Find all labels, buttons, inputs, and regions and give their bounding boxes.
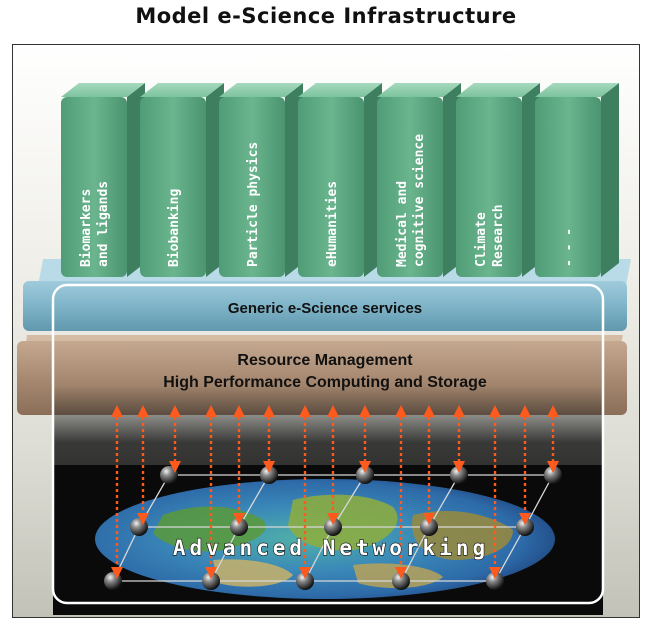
network-node [450,466,468,484]
network-node [356,466,374,484]
pillar-top [61,83,145,97]
pillar-label-line2: and ligands [96,181,111,267]
network-node [230,518,248,536]
pillar-front [61,97,127,277]
pillar-3: Particle physics [219,83,303,277]
pillar-label-line2: cognitive science [412,134,427,267]
pillar-label-line1: Biobanking [167,189,182,267]
pillar-label-line1: Particle physics [246,142,261,267]
pillar-front [219,97,285,277]
glass-frame [51,283,605,605]
pillar-2: Biobanking [140,83,224,277]
pillar-label-line1: eHumanities [325,181,340,267]
network-node [160,466,178,484]
services-label: Generic e-Science services [228,300,422,317]
pillar-label-line1: Medical and [395,181,410,267]
pillar-front [456,97,522,277]
network-node [544,466,562,484]
network-node [104,572,122,590]
network-node [486,572,504,590]
network-node [130,518,148,536]
network-node [516,518,534,536]
connection-arrows [111,405,559,579]
pillar-top [219,83,303,97]
pillar-top [298,83,382,97]
pillar-front [377,97,443,277]
network-node [324,518,342,536]
resource-label-line1: Resource Management [237,352,413,369]
network-node [420,518,438,536]
pillar-front [298,97,364,277]
pillar-label-line1: - - - [562,228,577,267]
pillar-side [601,83,619,277]
network-node [202,572,220,590]
resource-label-line2: High Performance Computing and Storage [163,374,487,391]
network-node [296,572,314,590]
pillar-front [535,97,601,277]
pillar-label-line1: Biomarkers [79,189,94,267]
pillar-top [140,83,224,97]
network-label: Advanced Networking [173,536,489,560]
pillar-4: eHumanities [298,83,382,277]
pillar-label-line2: Research [491,204,506,267]
network-node [392,572,410,590]
network-node [260,466,278,484]
pillar-top [535,83,619,97]
pillar-top [377,83,461,97]
pillar-label-line1: Climate [474,212,489,267]
pillar-top [456,83,540,97]
pillar-7: - - - [535,83,619,277]
page-title: Model e-Science Infrastructure [135,4,517,28]
pillar-front [140,97,206,277]
